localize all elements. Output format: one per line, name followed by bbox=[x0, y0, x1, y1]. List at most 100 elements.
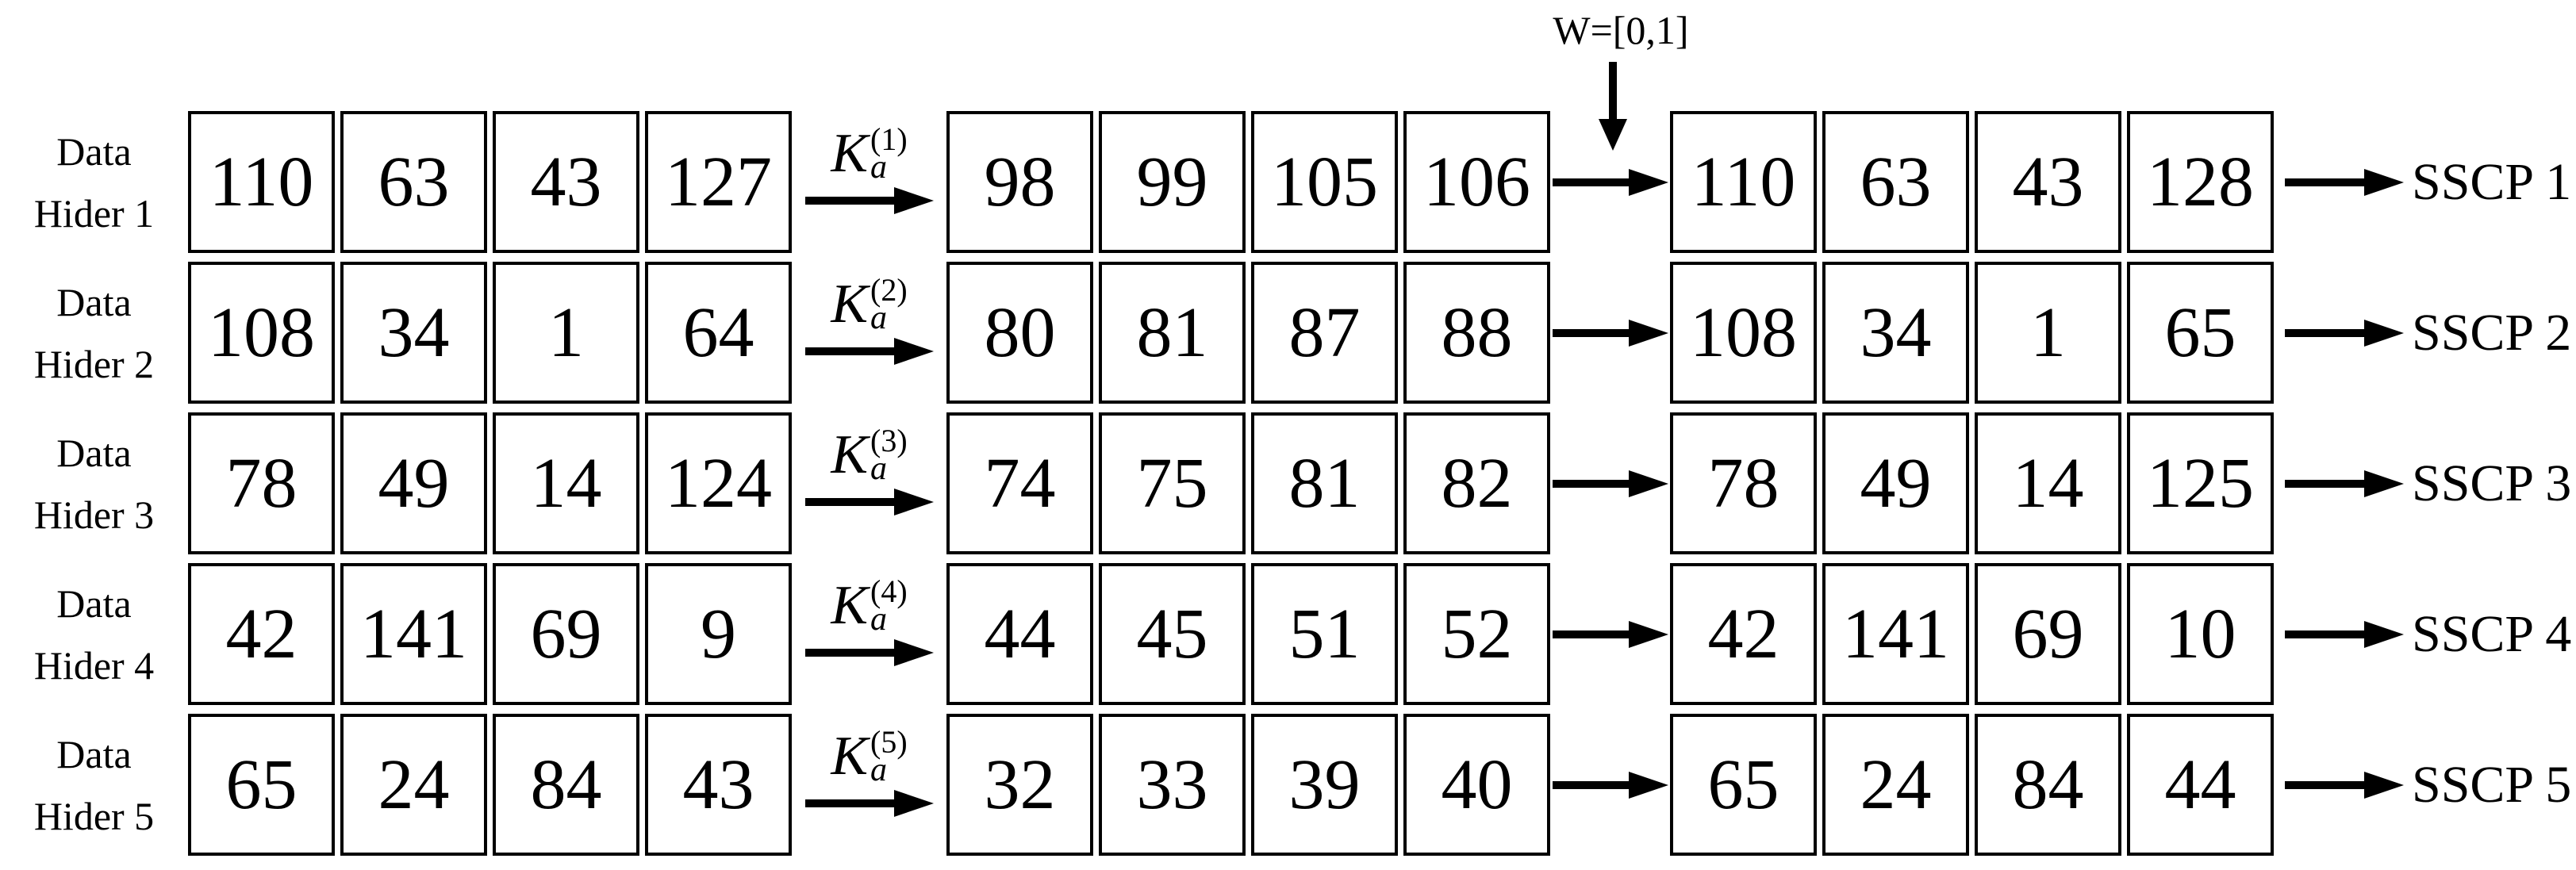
encryption-key-label-2: K (2) a bbox=[831, 274, 908, 336]
original-pixel-cell: 108 bbox=[188, 262, 335, 404]
encrypted-pixels-block-1: 98 99 105 106 bbox=[946, 111, 1550, 253]
encrypted-pixels-block-4: 44 45 51 52 bbox=[946, 563, 1550, 705]
encryption-key-label-5: K (5) a bbox=[831, 726, 907, 788]
encrypted-pixel-cell: 33 bbox=[1099, 714, 1246, 856]
hider-label-line1: Data bbox=[56, 128, 132, 174]
encrypted-pixel-cell: 51 bbox=[1251, 563, 1398, 705]
key-subscript: a bbox=[870, 751, 888, 788]
watermarked-pixel-cell: 65 bbox=[1670, 714, 1817, 856]
hider-label-line2: Hider 3 bbox=[33, 492, 155, 537]
sscp-output-5: SSCP 5 bbox=[2274, 714, 2576, 856]
original-pixel-cell: 84 bbox=[493, 714, 639, 856]
watermarked-pixel-cell: 14 bbox=[1975, 412, 2121, 554]
arrow-head bbox=[1628, 771, 1668, 799]
data-hider-row-2: Data Hider 2 108 34 1 64 K (2) a 80 bbox=[0, 262, 2576, 404]
encrypted-pixel-cell: 44 bbox=[946, 563, 1093, 705]
data-hider-row-4: Data Hider 4 42 141 69 9 K (4) a 44 bbox=[0, 563, 2576, 705]
embedding-step-4 bbox=[1550, 563, 1670, 705]
encrypted-pixel-cell: 32 bbox=[946, 714, 1093, 856]
arrow-shaft bbox=[1552, 780, 1629, 789]
arrow-head bbox=[2364, 319, 2404, 347]
arrow-shaft bbox=[1609, 62, 1617, 119]
encrypted-pixel-cell: 52 bbox=[1403, 563, 1550, 705]
arrow-shaft bbox=[1552, 328, 1629, 337]
data-hider-row-5: Data Hider 5 65 24 84 43 K (5) a 32 bbox=[0, 714, 2576, 856]
key-base: K bbox=[831, 424, 869, 485]
encrypted-pixels-block-3: 74 75 81 82 bbox=[946, 412, 1550, 554]
watermarked-pixel-cell: 128 bbox=[2127, 111, 2274, 253]
original-pixel-cell: 34 bbox=[340, 262, 487, 404]
right-arrow-icon bbox=[804, 489, 934, 516]
key-superscript: (4) bbox=[870, 573, 908, 609]
key-superscript: (3) bbox=[870, 422, 908, 458]
sscp-output-1: SSCP 1 bbox=[2274, 111, 2576, 253]
original-pixel-cell: 69 bbox=[493, 563, 639, 705]
arrow-head bbox=[1628, 620, 1668, 648]
encrypted-pixel-cell: 45 bbox=[1099, 563, 1246, 705]
sscp-label: SSCP 5 bbox=[2412, 755, 2572, 814]
watermark-annotation: W=[0,1] bbox=[1510, 6, 1732, 151]
watermarked-pixel-cell: 78 bbox=[1670, 412, 1817, 554]
right-arrow-icon bbox=[2285, 168, 2404, 196]
arrow-head bbox=[893, 187, 934, 215]
encrypted-pixel-cell: 74 bbox=[946, 412, 1093, 554]
right-arrow-icon bbox=[1552, 620, 1668, 648]
data-hider-row-3: Data Hider 3 78 49 14 124 K (3) a 74 bbox=[0, 412, 2576, 554]
encrypted-pixel-cell: 88 bbox=[1403, 262, 1550, 404]
encrypted-pixels-block-5: 32 33 39 40 bbox=[946, 714, 1550, 856]
original-pixel-cell: 49 bbox=[340, 412, 487, 554]
key-base: K bbox=[831, 574, 869, 636]
hider-label-line2: Hider 2 bbox=[33, 341, 155, 386]
data-hider-label-4: Data Hider 4 bbox=[0, 563, 188, 705]
data-hider-label-5: Data Hider 5 bbox=[0, 714, 188, 856]
watermarked-pixels-block-2: 108 34 1 65 bbox=[1670, 262, 2274, 404]
key-subscript: a bbox=[870, 299, 888, 336]
data-hider-row-1: Data Hider 1 110 63 43 127 K (1) a 98 bbox=[0, 111, 2576, 253]
right-arrow-icon bbox=[1552, 168, 1668, 196]
hider-label-line2: Hider 5 bbox=[33, 793, 155, 838]
arrow-shaft bbox=[2285, 328, 2364, 337]
watermarked-pixel-cell: 49 bbox=[1822, 412, 1969, 554]
key-subscript: a bbox=[870, 450, 888, 487]
key-subscript: a bbox=[870, 600, 888, 638]
arrow-head bbox=[2364, 620, 2404, 648]
watermarked-pixels-block-5: 65 24 84 44 bbox=[1670, 714, 2274, 856]
original-pixel-cell: 24 bbox=[340, 714, 487, 856]
watermarked-pixel-cell: 42 bbox=[1670, 563, 1817, 705]
watermarked-pixel-cell: 44 bbox=[2127, 714, 2274, 856]
encrypted-pixel-cell: 39 bbox=[1251, 714, 1398, 856]
sscp-output-3: SSCP 3 bbox=[2274, 412, 2576, 554]
watermarked-pixel-cell: 84 bbox=[1975, 714, 2121, 856]
watermarked-pixel-cell: 141 bbox=[1822, 563, 1969, 705]
arrow-head bbox=[2364, 771, 2404, 799]
down-arrow-icon bbox=[1599, 62, 1627, 151]
arrow-head bbox=[893, 338, 934, 366]
watermark-label: W=[0,1] bbox=[1553, 8, 1689, 52]
key-scripts: (1) a bbox=[870, 123, 908, 183]
encrypted-pixel-cell: 81 bbox=[1099, 262, 1246, 404]
watermarked-pixels-block-4: 42 141 69 10 bbox=[1670, 563, 2274, 705]
encrypted-pixel-cell: 80 bbox=[946, 262, 1093, 404]
right-arrow-icon bbox=[804, 187, 934, 215]
arrow-head bbox=[1628, 319, 1668, 347]
encrypted-pixels-block-2: 80 81 87 88 bbox=[946, 262, 1550, 404]
encryption-step-5: K (5) a bbox=[792, 714, 946, 856]
embedding-step-3 bbox=[1550, 412, 1670, 554]
embedding-step-5 bbox=[1550, 714, 1670, 856]
original-pixels-block-3: 78 49 14 124 bbox=[188, 412, 792, 554]
watermarked-pixel-cell: 43 bbox=[1975, 111, 2121, 253]
watermarked-pixel-cell: 69 bbox=[1975, 563, 2121, 705]
watermarked-pixel-cell: 10 bbox=[2127, 563, 2274, 705]
encryption-key-label-3: K (3) a bbox=[831, 422, 908, 487]
watermarked-pixel-cell: 34 bbox=[1822, 262, 1969, 404]
encrypted-pixel-cell: 82 bbox=[1403, 412, 1550, 554]
data-hider-label-2: Data Hider 2 bbox=[0, 262, 188, 404]
key-scripts: (2) a bbox=[870, 274, 908, 336]
encryption-key-label-1: K (1) a bbox=[831, 123, 908, 183]
right-arrow-icon bbox=[804, 639, 934, 667]
hider-label-line1: Data bbox=[56, 581, 132, 626]
encrypted-pixel-cell: 98 bbox=[946, 111, 1093, 253]
original-pixels-block-1: 110 63 43 127 bbox=[188, 111, 792, 253]
right-arrow-icon bbox=[804, 338, 934, 366]
